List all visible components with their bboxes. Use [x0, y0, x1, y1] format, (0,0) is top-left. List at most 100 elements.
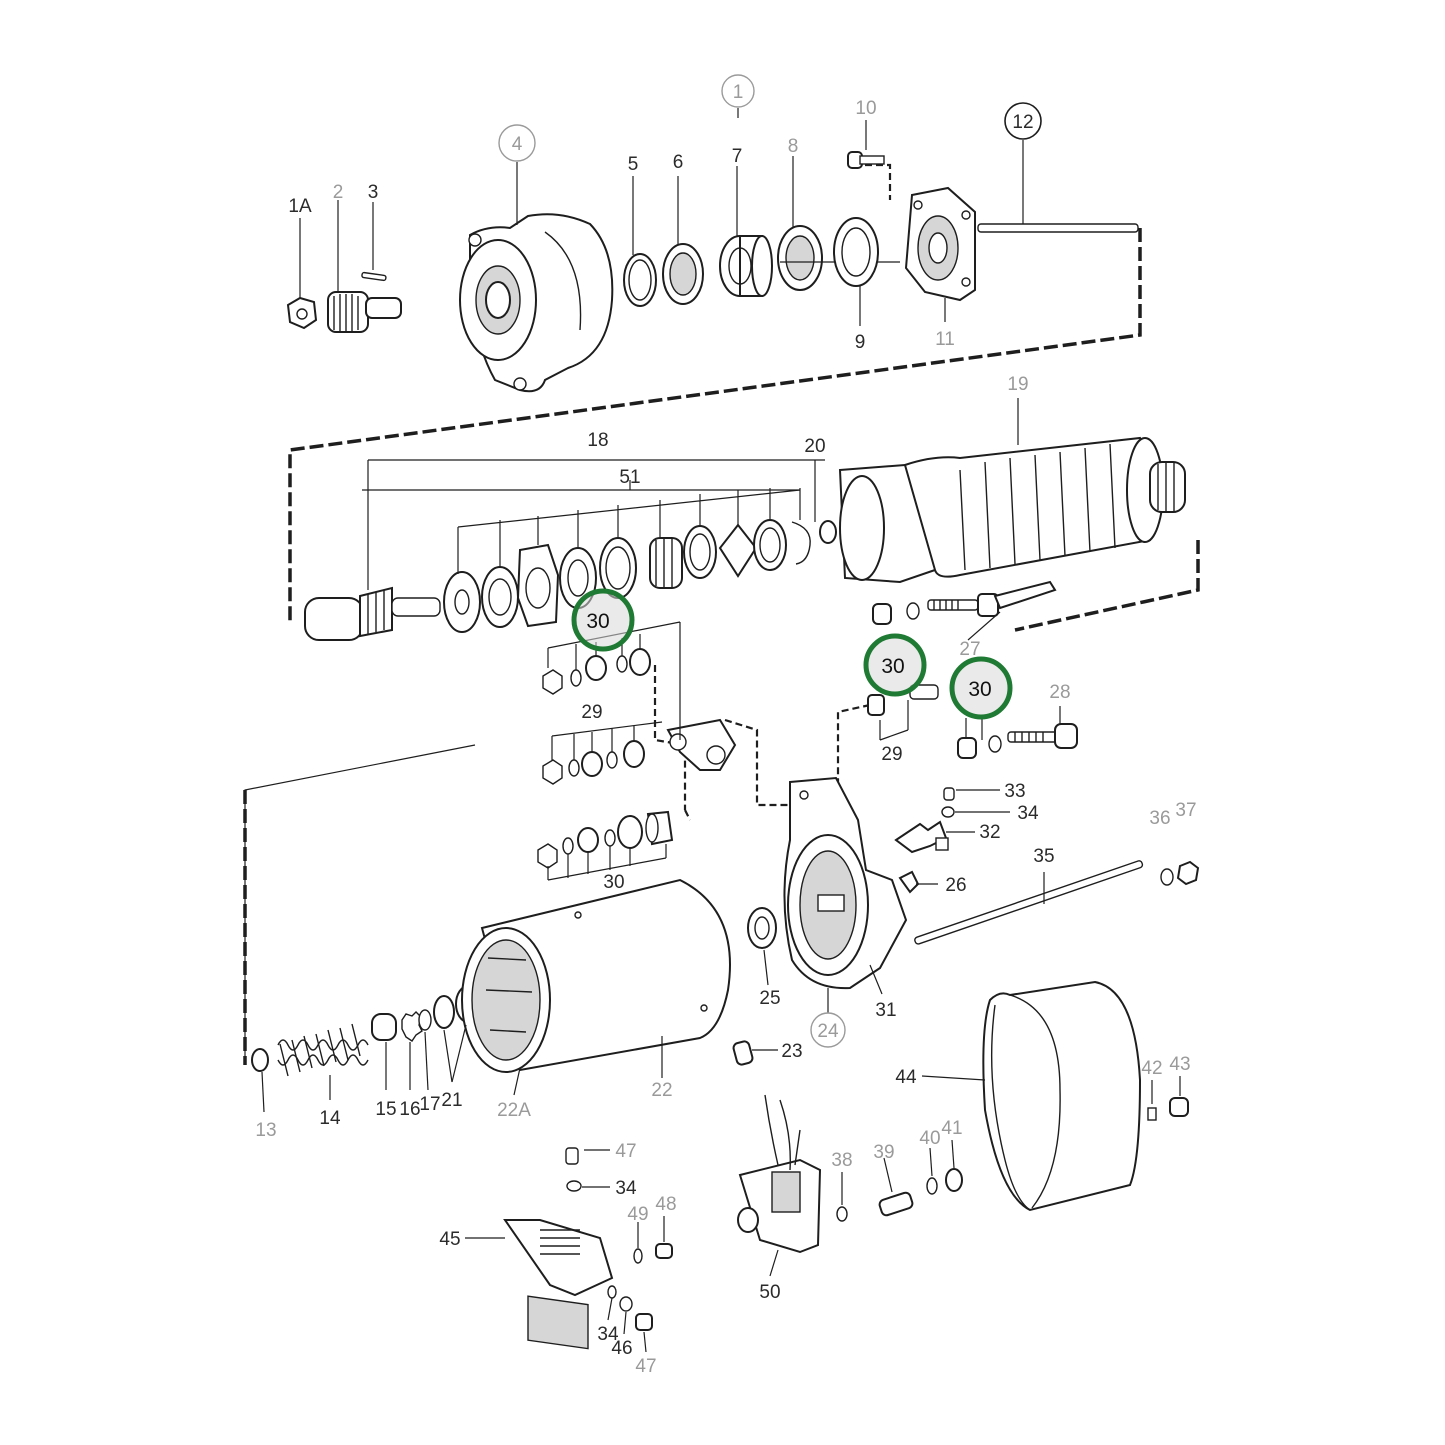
label-8: 8: [788, 136, 799, 157]
label-34-lower: 34: [597, 1324, 619, 1345]
label-39: 39: [873, 1142, 894, 1163]
label-12-ring: [1004, 102, 1042, 140]
part-10-bolt: [847, 151, 885, 169]
part-38-41-hardware: [836, 1168, 963, 1222]
label-42: 42: [1141, 1058, 1162, 1079]
label-3: 3: [368, 182, 379, 203]
label-33: 33: [1004, 781, 1025, 802]
part-35-through-bolt: [914, 860, 1144, 945]
part-15-collar: [371, 1013, 397, 1041]
label-40: 40: [919, 1128, 940, 1149]
part-44-cover: [982, 980, 1142, 1212]
label-9: 9: [855, 332, 866, 353]
label-2: 2: [333, 182, 344, 203]
highlight-label: 30: [968, 678, 991, 701]
part-9-washer: [833, 217, 879, 287]
part-5-ring: [623, 253, 657, 307]
part-20-washer: [819, 520, 837, 544]
label-4-ring: [498, 124, 536, 162]
label-34-middle: 34: [615, 1178, 637, 1199]
label-26: 26: [945, 875, 966, 896]
label-47-upper: 47: [615, 1141, 636, 1162]
label-32: 32: [979, 822, 1000, 843]
label-22a: 22A: [497, 1100, 531, 1121]
part-28-screw: [1007, 723, 1078, 749]
label-35: 35: [1033, 846, 1054, 867]
label-21: 21: [441, 1090, 462, 1111]
part-46-47-48-49-hardware: [565, 1147, 673, 1331]
label-46: 46: [611, 1338, 632, 1359]
part-2-pinion: [327, 291, 402, 333]
label-43: 43: [1169, 1054, 1190, 1075]
part-14-spring: [277, 1023, 369, 1077]
part-18-drive-assembly: [304, 586, 441, 641]
label-15: 15: [375, 1099, 396, 1120]
part-27-terminal-stud: [927, 580, 1057, 617]
label-18: 18: [587, 430, 608, 451]
label-30-lower: 30: [603, 872, 624, 893]
highlight-ring: [571, 588, 635, 652]
part-13-washer: [251, 1048, 269, 1072]
label-27: 27: [959, 639, 980, 660]
label-29-left: 29: [581, 702, 602, 723]
label-5: 5: [628, 154, 639, 175]
label-51: 51: [619, 467, 640, 488]
label-1: 1: [733, 82, 744, 103]
label-45: 45: [439, 1229, 460, 1250]
part-45-brush-plate: [503, 1219, 614, 1350]
label-10: 10: [855, 98, 876, 119]
label-38: 38: [831, 1150, 852, 1171]
part-23-screw: [732, 1040, 754, 1066]
part-12-shaft: [977, 223, 1139, 233]
label-31: 31: [875, 1000, 896, 1021]
highlight-label: 30: [586, 610, 609, 633]
part-1a-nut: [286, 296, 318, 330]
label-20: 20: [804, 436, 825, 457]
highlight-label: 30: [881, 655, 904, 678]
part-6-seal: [662, 243, 704, 305]
label-4: 4: [512, 134, 523, 155]
assembly-outline-top: [288, 228, 1142, 625]
label-47-lower: 47: [635, 1356, 656, 1377]
label-12: 12: [1012, 112, 1033, 133]
label-17: 17: [419, 1094, 440, 1115]
label-1a: 1A: [288, 196, 312, 217]
part-42-43-screw: [1147, 1097, 1189, 1121]
highlight-ring: [949, 656, 1013, 720]
label-11: 11: [935, 329, 955, 350]
part-25-bushing: [747, 907, 777, 949]
label-7: 7: [732, 146, 743, 167]
part-4-drive-end-housing: [459, 213, 614, 393]
hardware-stack-right: [867, 602, 1002, 759]
label-1-ring: [721, 74, 755, 108]
highlight-callout-30-left[interactable]: 30: [571, 588, 635, 652]
part-31-commutator-end-bracket: [783, 776, 908, 990]
label-49: 49: [627, 1204, 648, 1225]
label-41: 41: [941, 1118, 962, 1139]
part-32-brush-spring: [894, 820, 949, 854]
label-19: 19: [1007, 374, 1028, 395]
highlight-ring: [863, 633, 927, 697]
part-36-37-washer-nut: [1160, 860, 1200, 886]
label-48: 48: [655, 1194, 676, 1215]
label-29-right: 29: [881, 744, 902, 765]
part-26-clip: [898, 870, 920, 894]
label-14: 14: [319, 1108, 341, 1129]
label-34-upper: 34: [1017, 803, 1039, 824]
part-22-yoke: [461, 878, 731, 1073]
hardware-stack-middle-left: [542, 718, 737, 785]
assembly-outline-middle: [243, 540, 1200, 1065]
label-36: 36: [1149, 808, 1170, 829]
highlight-callout-30-center[interactable]: 30: [863, 633, 927, 697]
label-13: 13: [255, 1120, 276, 1141]
part-3-pin: [361, 271, 387, 282]
part-50-brush-holder: [737, 1094, 822, 1254]
label-28: 28: [1049, 682, 1070, 703]
hardware-stack-lower-left: [537, 810, 674, 869]
label-16: 16: [399, 1099, 420, 1120]
label-50: 50: [759, 1282, 780, 1303]
highlight-callout-30-right[interactable]: 30: [949, 656, 1013, 720]
label-22: 22: [651, 1080, 672, 1101]
label-37: 37: [1175, 800, 1196, 821]
